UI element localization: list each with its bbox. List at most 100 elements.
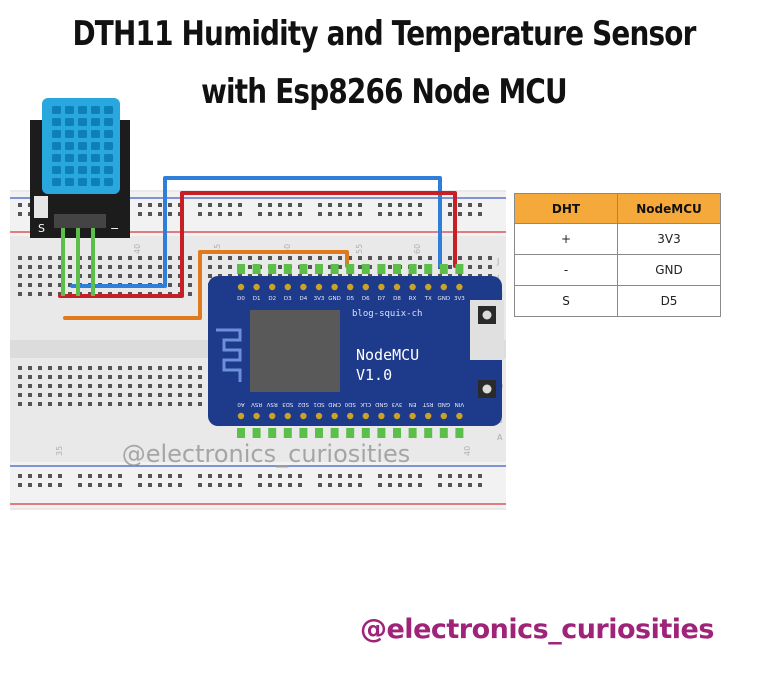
- pin-table-cell: -: [514, 254, 618, 286]
- breadboard-hole: [378, 483, 382, 487]
- breadboard-hole: [448, 483, 452, 487]
- rst-button-cap: [482, 384, 492, 394]
- breadboard-hole: [168, 474, 172, 478]
- breadboard-hole: [258, 212, 262, 216]
- breadboard-hole: [188, 375, 192, 379]
- breadboard-hole: [448, 203, 452, 207]
- pin-pad: [425, 412, 432, 420]
- breadboard-hole: [58, 256, 62, 260]
- breadboard-hole: [28, 274, 32, 278]
- pin-label-bottom: CMD: [328, 401, 341, 407]
- breadboard-hole: [148, 203, 152, 207]
- breadboard-hole: [218, 265, 222, 269]
- breadboard-hole: [28, 265, 32, 269]
- breadboard-column-number: 40: [133, 244, 142, 254]
- breadboard-hole: [408, 474, 412, 478]
- pin-table-cell: 3V3: [617, 223, 721, 255]
- breadboard-hole: [458, 203, 462, 207]
- sensor-grille-slot: [104, 130, 113, 138]
- breadboard-hole: [478, 256, 482, 260]
- breadboard-hole: [198, 212, 202, 216]
- wire-orange-gnd: [63, 250, 349, 320]
- breadboard-hole: [308, 265, 312, 269]
- breadboard-hole: [298, 212, 302, 216]
- breadboard-hole: [78, 402, 82, 406]
- sensor-header: [54, 214, 106, 228]
- breadboard-hole: [198, 366, 202, 370]
- breadboard-hole: [468, 265, 472, 269]
- breadboard-hole: [28, 483, 32, 487]
- pin-label-bottom: SD2: [298, 401, 309, 407]
- breadboard-hole: [258, 474, 262, 478]
- breadboard-hole: [398, 474, 402, 478]
- sensor-grille-slot: [104, 166, 113, 174]
- breadboard-column-number: 35: [55, 446, 64, 456]
- breadboard-hole: [368, 256, 372, 260]
- breadboard-hole: [58, 283, 62, 287]
- breadboard-hole: [198, 393, 202, 397]
- pin-label-bottom: SD1: [313, 401, 324, 407]
- breadboard-hole: [168, 384, 172, 388]
- breadboard-hole: [468, 483, 472, 487]
- breadboard-hole: [28, 256, 32, 260]
- breadboard-hole: [208, 265, 212, 269]
- header-pin: [377, 428, 386, 438]
- breadboard-hole: [388, 212, 392, 216]
- pin-pad: [237, 412, 245, 420]
- breadboard-hole: [138, 256, 142, 260]
- sensor-grille-slot: [65, 118, 74, 126]
- breadboard-hole: [138, 274, 142, 278]
- breadboard-hole: [238, 203, 242, 207]
- breadboard-hole: [108, 393, 112, 397]
- breadboard-hole: [158, 366, 162, 370]
- breadboard-hole: [118, 256, 122, 260]
- breadboard-hole: [278, 212, 282, 216]
- breadboard-hole: [438, 474, 442, 478]
- breadboard-hole: [48, 265, 52, 269]
- breadboard-column-number: 50: [283, 244, 292, 254]
- breadboard-hole: [318, 256, 322, 260]
- breadboard-hole: [138, 393, 142, 397]
- sensor-grille-slot: [52, 178, 61, 186]
- sensor-grille-slot: [91, 106, 100, 114]
- breadboard-hole: [78, 393, 82, 397]
- breadboard-hole: [298, 474, 302, 478]
- wire-red-vcc: [58, 191, 457, 298]
- breadboard-hole: [258, 256, 262, 260]
- breadboard-hole: [58, 483, 62, 487]
- breadboard-hole: [198, 203, 202, 207]
- breadboard-hole: [418, 474, 422, 478]
- header-pin: [393, 428, 401, 438]
- breadboard-hole: [138, 366, 142, 370]
- breadboard-hole: [288, 203, 292, 207]
- pin-label-top: D4: [300, 296, 308, 302]
- sensor-grille-slot: [52, 166, 61, 174]
- breadboard-hole: [58, 366, 62, 370]
- sensor-pin-label-s: S: [38, 222, 45, 235]
- breadboard-hole: [328, 474, 332, 478]
- header-pin: [315, 428, 323, 438]
- breadboard-hole: [278, 483, 282, 487]
- pin-mapping-table: DHT NodeMCU + 3V3 - GND S D5: [514, 193, 721, 317]
- breadboard-hole: [218, 203, 222, 207]
- header-pin: [252, 428, 261, 438]
- breadboard-hole: [28, 384, 32, 388]
- breadboard-hole: [148, 402, 152, 406]
- breadboard-hole: [238, 212, 242, 216]
- breadboard-hole: [388, 203, 392, 207]
- pin-pad: [300, 412, 307, 420]
- breadboard-hole: [138, 402, 142, 406]
- pin-label-bottom: SD3: [282, 401, 294, 407]
- breadboard-hole: [138, 483, 142, 487]
- header-pin: [237, 264, 245, 274]
- pin-table-cell: D5: [617, 285, 721, 317]
- pin-label-bottom: A0: [237, 401, 245, 407]
- sensor-grille-slot: [78, 142, 87, 150]
- header-pin: [439, 264, 448, 274]
- breadboard-hole: [238, 256, 242, 260]
- breadboard-hole: [338, 265, 342, 269]
- breadboard-hole: [38, 366, 42, 370]
- breadboard-hole: [108, 384, 112, 388]
- diagram-title-line1: DTH11 Humidity and Temperature Sensor: [72, 14, 696, 54]
- breadboard-hole: [68, 265, 72, 269]
